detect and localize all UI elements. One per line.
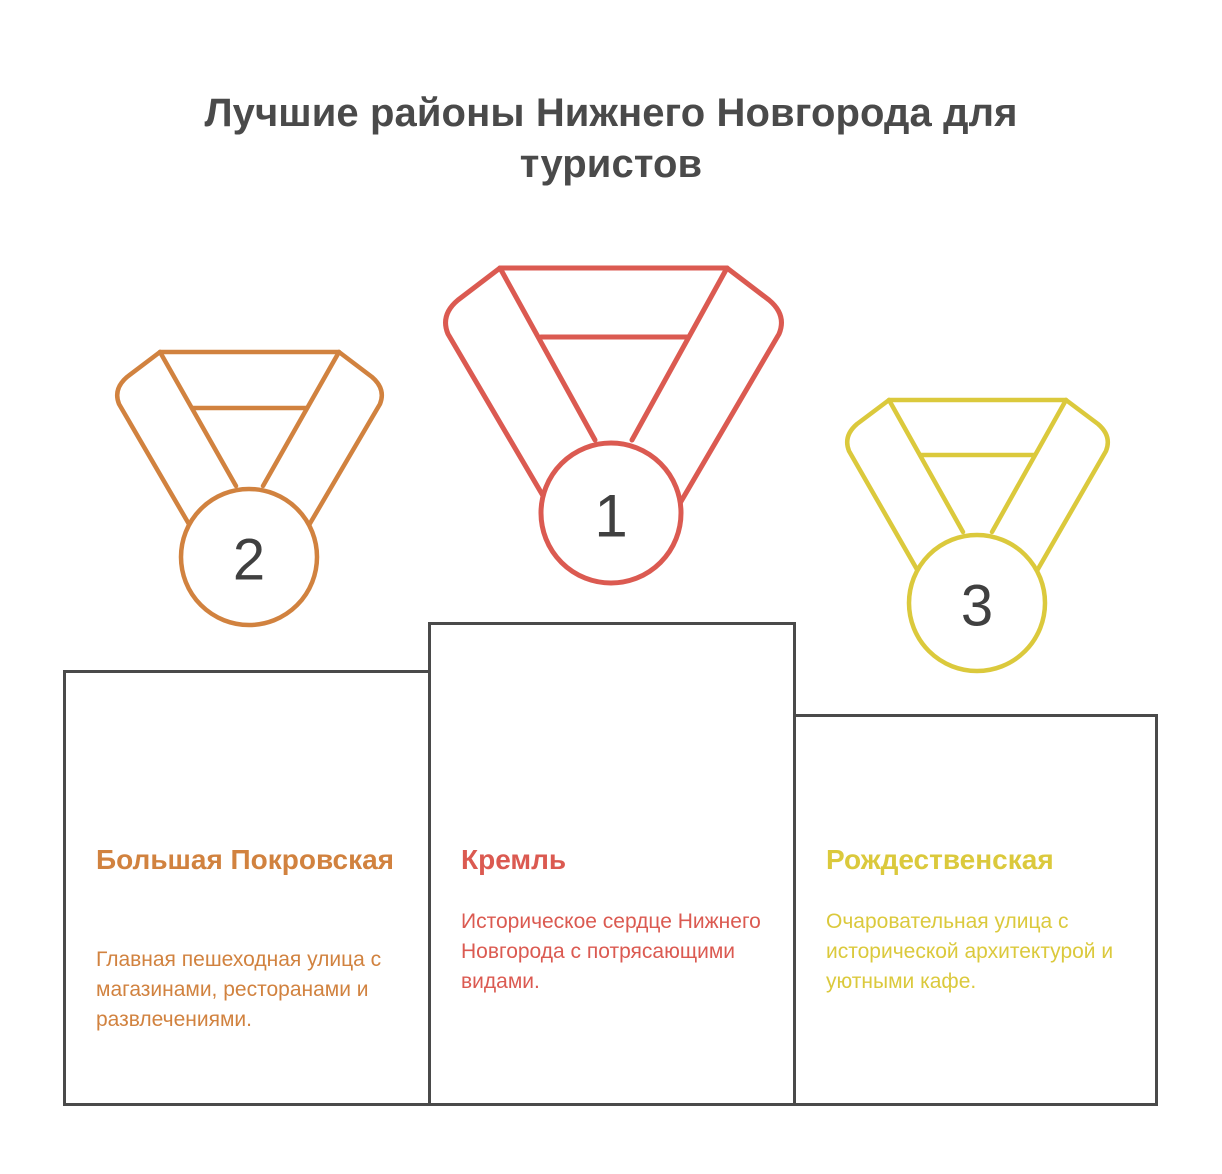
medal-icon-second: 2: [115, 349, 384, 628]
medal-disc-third: [906, 532, 1048, 674]
podium-block-third[interactable]: Рождественская Очаровательная улица с ис…: [793, 714, 1158, 1106]
podium-content-third: Рождественская Очаровательная улица с ис…: [826, 717, 1133, 1103]
medal-disc-second: [178, 486, 320, 628]
podium-block-first[interactable]: Кремль Историческое сердце Нижнего Новго…: [428, 622, 796, 1106]
medal-rank-second: 2: [233, 528, 265, 593]
medal-icon-first: 1: [443, 265, 784, 586]
page-title: Лучшие районы Нижнего Новгорода для тури…: [204, 91, 1018, 187]
podium-content-second: Большая Покровская Главная пешеходная ул…: [96, 673, 406, 1103]
medal-disc-first: [538, 440, 684, 586]
podium-block-second[interactable]: Большая Покровская Главная пешеходная ул…: [63, 670, 431, 1106]
medal-rank-third: 3: [961, 574, 993, 639]
place-description-third: Очаровательная улица с исторической архи…: [826, 910, 1114, 993]
podium-content-first: Кремль Историческое сердце Нижнего Новго…: [461, 625, 771, 1103]
place-description-second: Главная пешеходная улица с магазинами, р…: [96, 948, 382, 1031]
medal-rank-first: 1: [594, 483, 627, 550]
place-name-second: Большая Покровская: [96, 844, 395, 875]
place-name-third: Рождественская: [826, 844, 1054, 875]
medal-icon-third: 3: [845, 397, 1110, 674]
place-name-first: Кремль: [461, 844, 567, 875]
place-description-first: Историческое сердце Нижнего Новгорода с …: [461, 910, 761, 993]
